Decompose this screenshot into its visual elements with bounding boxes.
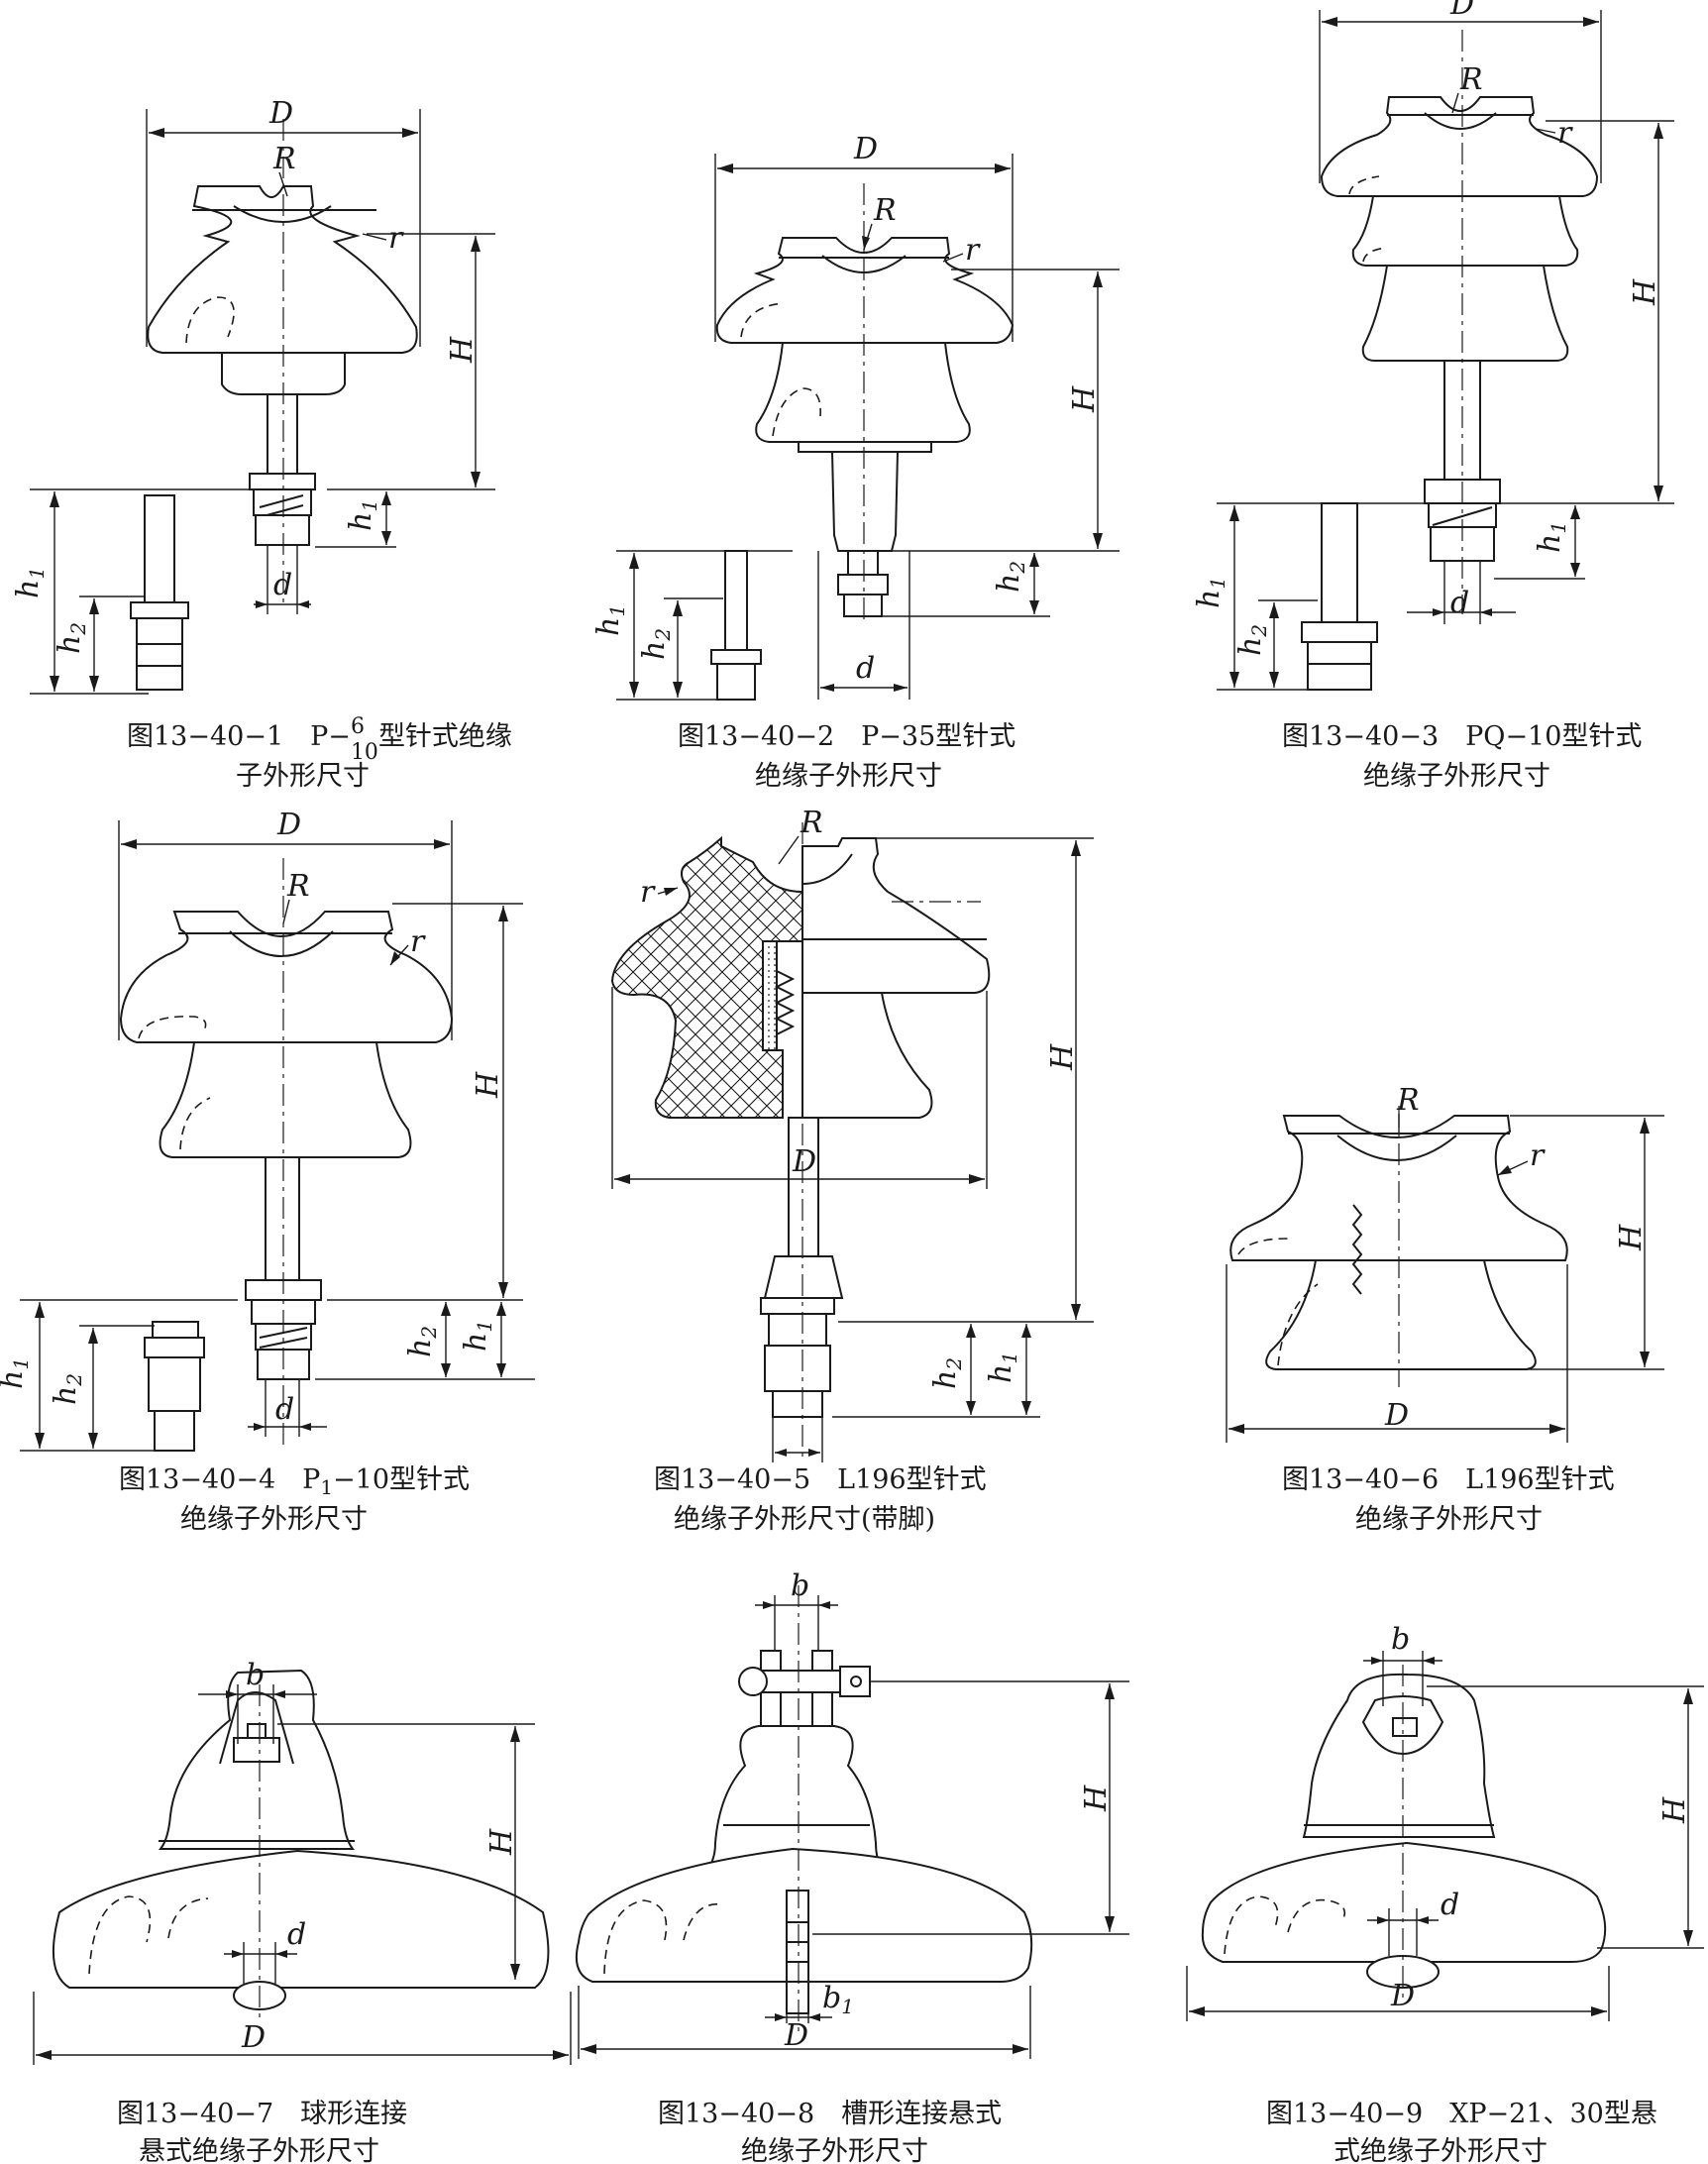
figure-13-40-7: b H d D 图13−40−7 球形连接 悬式绝缘子外形尺寸 [33, 1658, 572, 2164]
figure-13-40-8: b H b1 D 图13−40−8 槽形连接悬式 绝缘子外形尺寸 [575, 1569, 1129, 2164]
radius-label: R [1459, 62, 1483, 97]
pin-h1-label: h1 [0, 1357, 33, 1389]
width-label: D [792, 1144, 816, 1179]
fillet-radius-label: r [640, 875, 656, 910]
diameter-label: d [856, 651, 875, 686]
fillet-radius-label: r [388, 221, 404, 256]
h2-label: h2 [992, 561, 1029, 593]
width-label: D [853, 132, 878, 166]
height-label: H [1657, 1796, 1692, 1824]
h1-label: h1 [984, 1352, 1021, 1383]
fillet-radius-label: r [410, 924, 426, 959]
pin-h1-label: h1 [1192, 577, 1229, 608]
height-label: H [1628, 278, 1662, 306]
fillet-radius-label: r [965, 233, 981, 268]
radius-label: R [873, 193, 897, 228]
pin-h2-label: h2 [49, 1373, 86, 1405]
figure-caption-line1: 图13−40−9 XP−21、30型悬 [1266, 2099, 1657, 2129]
height-label: H [1079, 1785, 1114, 1812]
height-label: H [1614, 1224, 1649, 1251]
h1-label: h1 [1533, 521, 1570, 553]
height-label: H [484, 1828, 519, 1856]
figure-13-40-3: D R r H h1 [1192, 0, 1674, 792]
width-label: D [268, 96, 293, 131]
figure-13-40-4: D R r H h2 [0, 808, 535, 1535]
figure-caption-line1: 图13−40−4 P1−10型针式 [119, 1464, 470, 1499]
height-label: H [445, 336, 480, 364]
pin-h2-label: h2 [53, 622, 90, 654]
figure-caption-line1: 图13−40−6 L196型针式 [1282, 1464, 1615, 1495]
height-label: H [1045, 1043, 1080, 1071]
fillet-radius-label: r [1557, 116, 1573, 151]
h1-label: h1 [344, 499, 381, 531]
fillet-radius-label: r [1530, 1138, 1546, 1173]
width-label: D [276, 808, 301, 842]
figure-caption-line2: 子外形尺寸 [236, 761, 370, 792]
radius-label: R [286, 869, 310, 904]
figure-caption-line2: 绝缘子外形尺寸 [180, 1504, 368, 1535]
figure-caption-line2: 绝缘子外形尺寸 [1355, 1504, 1543, 1535]
height-label: H [1067, 385, 1102, 413]
figure-13-40-9: b H d D 图13−40−9 XP−21、30型悬 式绝缘子外形尺寸 [1186, 1622, 1704, 2164]
b-label: b [791, 1569, 809, 1603]
h2-label: h2 [403, 1326, 441, 1357]
figure-caption-line1: 图13−40−8 槽形连接悬式 [658, 2099, 1002, 2129]
figure-caption-line1: 图13−40−3 PQ−10型针式 [1282, 721, 1642, 752]
figure-caption-line2: 绝缘子外形尺寸 [741, 2136, 928, 2164]
figure-caption-line1: 图13−40−5 L196型针式 [654, 1464, 987, 1495]
figure-caption-line1: 图13−40−2 P−35型针式 [678, 721, 1015, 752]
figure-13-40-6: R r H D 图13−40−6 L196型针式 绝缘子外形尺寸 [1226, 1083, 1664, 1535]
diameter-label: d [287, 1917, 306, 1952]
height-label: H [471, 1071, 505, 1099]
diameter-label: d [275, 1392, 294, 1427]
b-label: b [246, 1658, 265, 1692]
figure-caption-line2: 悬式绝缘子外形尺寸 [139, 2136, 379, 2164]
pin-h2-label: h2 [637, 628, 675, 660]
width-label: D [1449, 0, 1474, 22]
width-label: D [1390, 1979, 1415, 2013]
pin-h1-label: h1 [11, 567, 49, 598]
figure-13-40-2: D R r H h2 [591, 132, 1120, 792]
radius-label: R [272, 142, 296, 176]
width-label: D [1384, 1398, 1409, 1433]
width-label: D [784, 2018, 808, 2053]
figure-caption-line2: 绝缘子外形尺寸(带脚) [674, 1504, 935, 1535]
figure-13-40-5: R r H D h2 h1 图13−40−5 L196型针式 [610, 806, 1094, 1535]
diameter-label: d [1450, 586, 1469, 620]
figure-13-40-1: R r H h1 d [11, 96, 512, 792]
diameter-label: d [273, 568, 292, 602]
radius-label: R [800, 806, 823, 840]
width-label: D [241, 2020, 266, 2055]
figure-caption-line2: 绝缘子外形尺寸 [1363, 761, 1550, 792]
diameter-label: d [1441, 1888, 1459, 1922]
figure-caption-line1: 图13−40−7 球形连接 [117, 2099, 407, 2129]
h1-label: h1 [459, 1320, 496, 1352]
h2-label: h2 [928, 1357, 966, 1389]
radius-label: R [1396, 1083, 1420, 1118]
b1-label: b1 [822, 1981, 854, 2018]
figure-caption-line2: 绝缘子外形尺寸 [755, 761, 942, 792]
pin-h1-label: h1 [591, 604, 629, 636]
figure-caption-line2: 式绝缘子外形尺寸 [1334, 2136, 1548, 2164]
b-label: b [1391, 1622, 1410, 1657]
pin-h2-label: h2 [1233, 624, 1271, 656]
